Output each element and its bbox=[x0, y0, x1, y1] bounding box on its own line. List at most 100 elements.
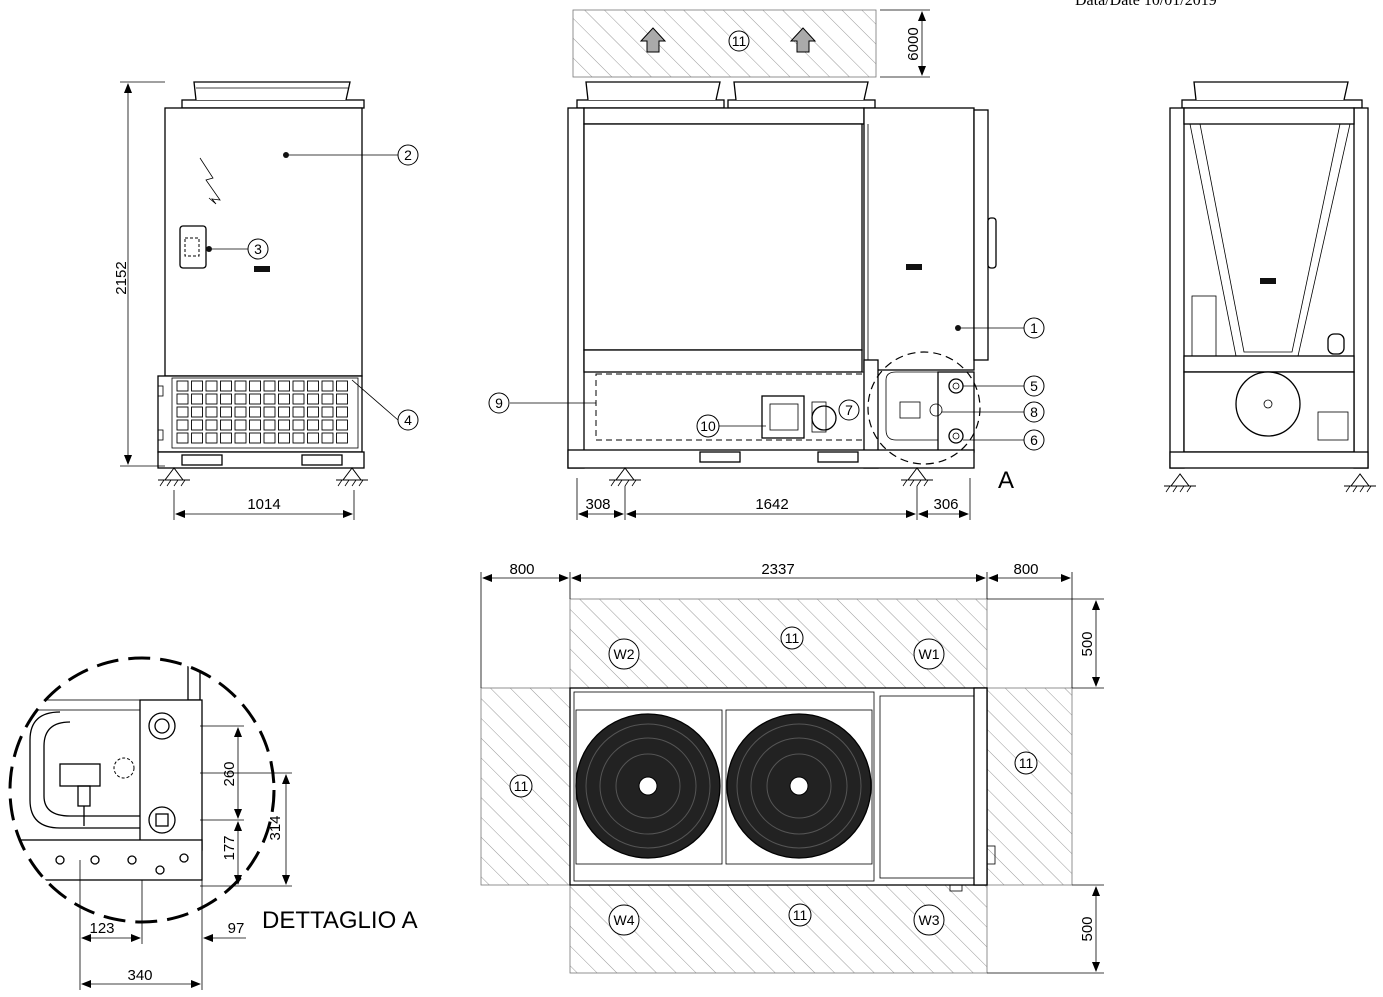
compressor-motor bbox=[1235, 371, 1301, 437]
grille-cell bbox=[292, 419, 305, 431]
dim-height-2152: 2152 bbox=[113, 261, 130, 294]
dim-front-308: 308 bbox=[585, 496, 610, 513]
grille-cell bbox=[205, 393, 218, 405]
callout-11-plan-bottom: 11 bbox=[793, 907, 808, 923]
callout-11-top: 11 bbox=[732, 33, 747, 49]
grille-cell bbox=[321, 432, 334, 444]
airflow-arrow-icon bbox=[639, 27, 667, 53]
weight-w3: W3 bbox=[919, 912, 940, 928]
callout-11-plan-top: 11 bbox=[785, 630, 800, 646]
date-header: Data/Date 10/01/2019 bbox=[1075, 0, 1217, 9]
right-side-view bbox=[1163, 81, 1377, 493]
callout-1: 1 bbox=[1030, 320, 1038, 336]
clearance-top bbox=[569, 598, 988, 689]
dim-detail-177: 177 bbox=[221, 835, 238, 860]
grille-cell bbox=[278, 432, 290, 444]
dim-detail-123: 123 bbox=[89, 920, 114, 937]
grille-cell bbox=[234, 393, 247, 405]
handle-icon bbox=[254, 266, 270, 272]
grille-cell bbox=[176, 432, 189, 444]
dim-plan-2337: 2337 bbox=[761, 561, 794, 578]
grille-cell bbox=[205, 419, 218, 431]
grille-cell bbox=[336, 406, 348, 418]
callout-8: 8 bbox=[1030, 404, 1038, 420]
grille-cell bbox=[220, 432, 232, 444]
compressor-unit bbox=[761, 395, 837, 439]
grille-cell bbox=[263, 393, 276, 405]
callout-11-plan-right: 11 bbox=[1019, 755, 1034, 771]
dim-detail-314: 314 bbox=[267, 815, 284, 840]
grille-cell bbox=[249, 380, 261, 392]
dim-detail-97: 97 bbox=[228, 920, 245, 937]
dim-width-1014: 1014 bbox=[247, 496, 280, 513]
grille-cell bbox=[278, 419, 290, 431]
grille-cell bbox=[307, 380, 319, 392]
dim-clearance-6000: 6000 bbox=[905, 27, 922, 60]
grille-cell bbox=[191, 406, 203, 418]
callout-9: 9 bbox=[495, 395, 503, 411]
grille-cell bbox=[191, 393, 203, 405]
grille-cell bbox=[191, 419, 203, 431]
grille-cell bbox=[336, 432, 348, 444]
detail-a-circle bbox=[867, 351, 981, 465]
grille-cell bbox=[292, 380, 305, 392]
grille-cell bbox=[321, 380, 334, 392]
grille-cell bbox=[321, 406, 334, 418]
grille-cell bbox=[263, 419, 276, 431]
grille-cell bbox=[336, 393, 348, 405]
grille-cell bbox=[234, 406, 247, 418]
plan-view: 11 W2 W1 11 11 11 W4 W3 800 2337 800 500… bbox=[480, 561, 1104, 974]
condenser-fan-1 bbox=[575, 709, 723, 865]
grille-cell bbox=[307, 419, 319, 431]
detail-marker: A bbox=[998, 467, 1014, 494]
grille-cell bbox=[191, 380, 203, 392]
grille-cell bbox=[176, 393, 189, 405]
dim-plan-800-left: 800 bbox=[509, 561, 534, 578]
grille-cell bbox=[234, 419, 247, 431]
grille-cell bbox=[263, 432, 276, 444]
grille-cell bbox=[278, 380, 290, 392]
weight-w1: W1 bbox=[919, 646, 940, 662]
grille-cell bbox=[249, 419, 261, 431]
grille-cell bbox=[263, 380, 276, 392]
grille-cell bbox=[220, 393, 232, 405]
dim-front-1642: 1642 bbox=[755, 496, 788, 513]
grille-cell bbox=[249, 432, 261, 444]
callout-10: 10 bbox=[700, 418, 716, 434]
grille-cell bbox=[220, 419, 232, 431]
callout-3: 3 bbox=[254, 241, 262, 257]
condenser-fan-2 bbox=[725, 709, 873, 865]
detail-a-view: 260 177 314 123 97 340 DETTAGLIO A bbox=[8, 656, 418, 990]
electrical-hazard-icon bbox=[199, 157, 221, 205]
grille-cell bbox=[176, 380, 189, 392]
grille-cell bbox=[307, 406, 319, 418]
top-clearance-zone: 11 6000 bbox=[572, 9, 930, 78]
dim-plan-500-top: 500 bbox=[1079, 631, 1096, 656]
grille-cell bbox=[292, 393, 305, 405]
dim-plan-500-bottom: 500 bbox=[1079, 916, 1096, 941]
grille-cell bbox=[321, 393, 334, 405]
grille-cell bbox=[191, 432, 203, 444]
callout-11-plan-left: 11 bbox=[514, 778, 529, 794]
dim-detail-260: 260 bbox=[221, 761, 238, 786]
grille-cell bbox=[249, 393, 261, 405]
grille-cell bbox=[307, 393, 319, 405]
dim-front-306: 306 bbox=[933, 496, 958, 513]
callout-2: 2 bbox=[404, 147, 412, 163]
weight-w4: W4 bbox=[614, 912, 635, 928]
grille-cell bbox=[321, 419, 334, 431]
callout-7: 7 bbox=[845, 402, 853, 418]
grille-cell bbox=[336, 380, 348, 392]
grille-cell bbox=[205, 406, 218, 418]
grille-cell bbox=[278, 406, 290, 418]
grille-cell bbox=[307, 432, 319, 444]
grille-cell bbox=[176, 406, 189, 418]
callout-5: 5 bbox=[1030, 378, 1038, 394]
grille-cell bbox=[249, 406, 261, 418]
front-view: A 1 5 8 6 7 9 10 308 1642 306 bbox=[488, 81, 1045, 520]
detail-title: DETTAGLIO A bbox=[262, 907, 418, 934]
grille-cell bbox=[278, 393, 290, 405]
grille-cell bbox=[220, 380, 232, 392]
